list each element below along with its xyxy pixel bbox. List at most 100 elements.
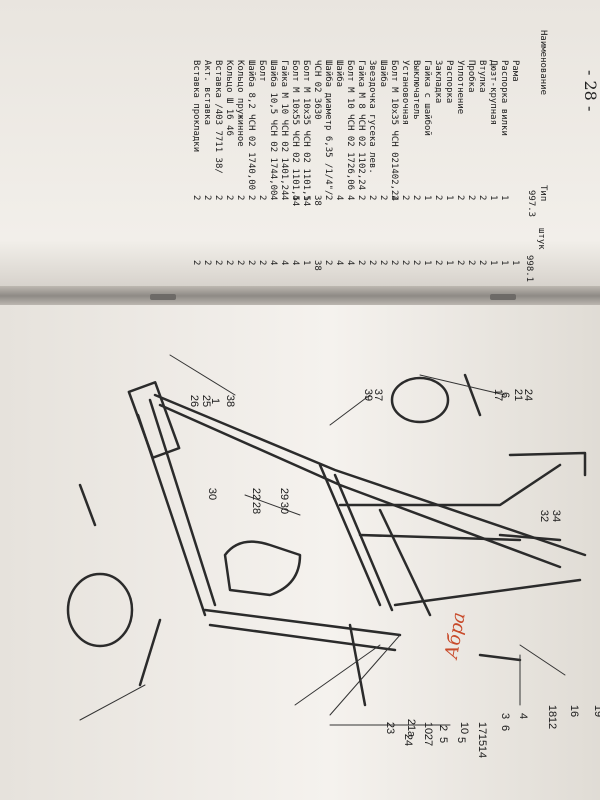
table-cell-b: 2 bbox=[389, 260, 399, 266]
bolt bbox=[498, 533, 562, 542]
page-number: - 28 - bbox=[581, 70, 600, 112]
table-row-name: Шайба bbox=[378, 60, 388, 88]
part-number-34: 34 bbox=[550, 509, 563, 523]
table-cell-b: 2 bbox=[257, 260, 267, 266]
table-row-name: ЧСН 02 3630 bbox=[312, 60, 322, 120]
part-number-14: 14 bbox=[476, 745, 489, 759]
bolt bbox=[463, 373, 482, 417]
table-row-name: Гайка с шайбой bbox=[422, 60, 432, 136]
part-number-3: 3 bbox=[499, 712, 512, 720]
table-cell-b: 1 bbox=[510, 260, 520, 266]
table-cell-a: 2 bbox=[202, 195, 212, 201]
table-cell-b: 2 bbox=[246, 260, 256, 266]
table-cell-b: 2 bbox=[477, 260, 487, 266]
diagram-page: 17 6 21 24 39 37 26 25 1 38 29 30 22 28 … bbox=[0, 305, 600, 800]
table-cell-a: 2 bbox=[477, 195, 487, 201]
frame-exploded-diagram bbox=[66, 354, 587, 726]
table-cell-b: 4 bbox=[290, 260, 300, 266]
table-row-name: Уплотнение bbox=[455, 60, 465, 115]
table-row-name: Болт М 10х35 ЧСН 021402,24 bbox=[389, 60, 399, 201]
part-number-17b: 17 bbox=[476, 721, 489, 735]
part-number-24: 24 bbox=[522, 388, 535, 402]
bolt bbox=[478, 653, 522, 662]
table-cell-a: 2 bbox=[257, 195, 267, 201]
table-cell-a: 2 bbox=[235, 195, 245, 201]
table-cell-b: 4 bbox=[345, 260, 355, 266]
frame-brace bbox=[378, 508, 432, 617]
table-cell-b: 1 bbox=[422, 260, 432, 266]
table-row-name: Акт. вставка bbox=[202, 60, 212, 126]
table-cell-b: 1 bbox=[444, 260, 454, 266]
engine-plate bbox=[223, 540, 302, 597]
col-header-name: Наименование bbox=[538, 30, 548, 96]
table-row-name: Втулка bbox=[477, 60, 487, 93]
part-number-19: 19 bbox=[592, 704, 600, 718]
table-row-name: Шайба 10,5 ЧСН 02 1744,00 bbox=[268, 60, 278, 196]
table-cell-b: 2 bbox=[378, 260, 388, 266]
part-number-23: 23 bbox=[384, 721, 397, 735]
table-cell-b: 2 bbox=[224, 260, 234, 266]
part-number-10b: 10 bbox=[422, 721, 435, 735]
part-number-1: 1 bbox=[209, 397, 222, 405]
table-cell-b: 38 bbox=[312, 260, 322, 271]
swingarm-mount bbox=[393, 578, 582, 607]
table-cell-a: 1 bbox=[488, 195, 498, 201]
part-number-18: 18 bbox=[546, 704, 559, 718]
table-cell-b: 1 bbox=[499, 260, 509, 266]
part-number-37: 37 bbox=[372, 388, 385, 402]
table-cell-a: 38 bbox=[312, 195, 322, 206]
table-row-name: Вставка прокладки bbox=[191, 60, 201, 153]
frame-seat-tube-inner bbox=[333, 473, 394, 612]
part-number-5: 5 bbox=[455, 736, 468, 744]
part-number-6: 6 bbox=[499, 391, 512, 399]
table-cell-a: 2 bbox=[224, 195, 234, 201]
part-number-28: 28 bbox=[250, 501, 263, 515]
table-row-name: Шайба диаметр 6,35 /1/4"/ bbox=[323, 60, 333, 196]
table-row-name: Выключатель bbox=[411, 60, 421, 120]
part-number-4: 4 bbox=[517, 712, 530, 720]
table-cell-a: 2 bbox=[213, 195, 223, 201]
table-row-name: Установочная bbox=[400, 60, 410, 126]
table-cell-a: 4 bbox=[279, 195, 289, 201]
book-gutter bbox=[0, 286, 600, 308]
table-cell-a: 2 bbox=[356, 195, 366, 201]
table-cell-a: 2 bbox=[466, 195, 476, 201]
table-cell-b: 1 bbox=[488, 260, 498, 266]
col-header-model-a: 997.3 bbox=[526, 190, 536, 218]
frame-seat-rail bbox=[338, 463, 562, 507]
part-number-5b: 5 bbox=[437, 736, 450, 744]
part-number-22: 22 bbox=[250, 487, 263, 501]
col-header-type: Тип bbox=[538, 185, 548, 202]
table-row-name: Болт М 10х35 ЧСН 02 1101,54 bbox=[301, 60, 311, 207]
staple bbox=[150, 294, 176, 300]
part-number-12: 12 bbox=[546, 716, 559, 730]
table-cell-a: 1 bbox=[444, 195, 454, 201]
table-row-name: Распорка bbox=[444, 60, 454, 104]
table-row-name: Болт bbox=[257, 60, 267, 82]
table-row-name: Гайка М 10 ЧСН 02 1401,24 bbox=[279, 60, 289, 196]
rear-loop bbox=[508, 451, 587, 477]
part-number-16: 16 bbox=[568, 704, 581, 718]
part-number-32: 32 bbox=[538, 509, 551, 523]
part-number-30: 30 bbox=[278, 501, 291, 515]
table-cell-b: 2 bbox=[433, 260, 443, 266]
table-row-name: Закладка bbox=[433, 60, 443, 104]
table-cell-a: 2 bbox=[378, 195, 388, 201]
table-row-name: Гайка М 8 ЧСН 02 1102,24 bbox=[356, 60, 366, 191]
col-header-units: штук bbox=[536, 228, 546, 250]
table-row-name: Шайба bbox=[334, 60, 344, 88]
table-cell-b: 1 bbox=[301, 260, 311, 266]
table-row-name: Звездочка гусека лев. bbox=[367, 60, 377, 174]
table-row-name: Кольцо Ш 16 46 bbox=[224, 60, 234, 136]
table-row-name: Вставка /403 7711 38/ bbox=[213, 60, 223, 174]
table-cell-a: 2 bbox=[433, 195, 443, 201]
table-cell-b: 2 bbox=[466, 260, 476, 266]
table-row-name: Распорка вилки bbox=[499, 60, 509, 136]
table-cell-a: 2 bbox=[246, 195, 256, 201]
table-row-name: Кольцо пружинное bbox=[235, 60, 245, 147]
table-cell-b: 2 bbox=[213, 260, 223, 266]
part-number-6b: 6 bbox=[499, 724, 512, 732]
bolt bbox=[78, 483, 97, 527]
table-cell-a: 2 bbox=[411, 195, 421, 201]
